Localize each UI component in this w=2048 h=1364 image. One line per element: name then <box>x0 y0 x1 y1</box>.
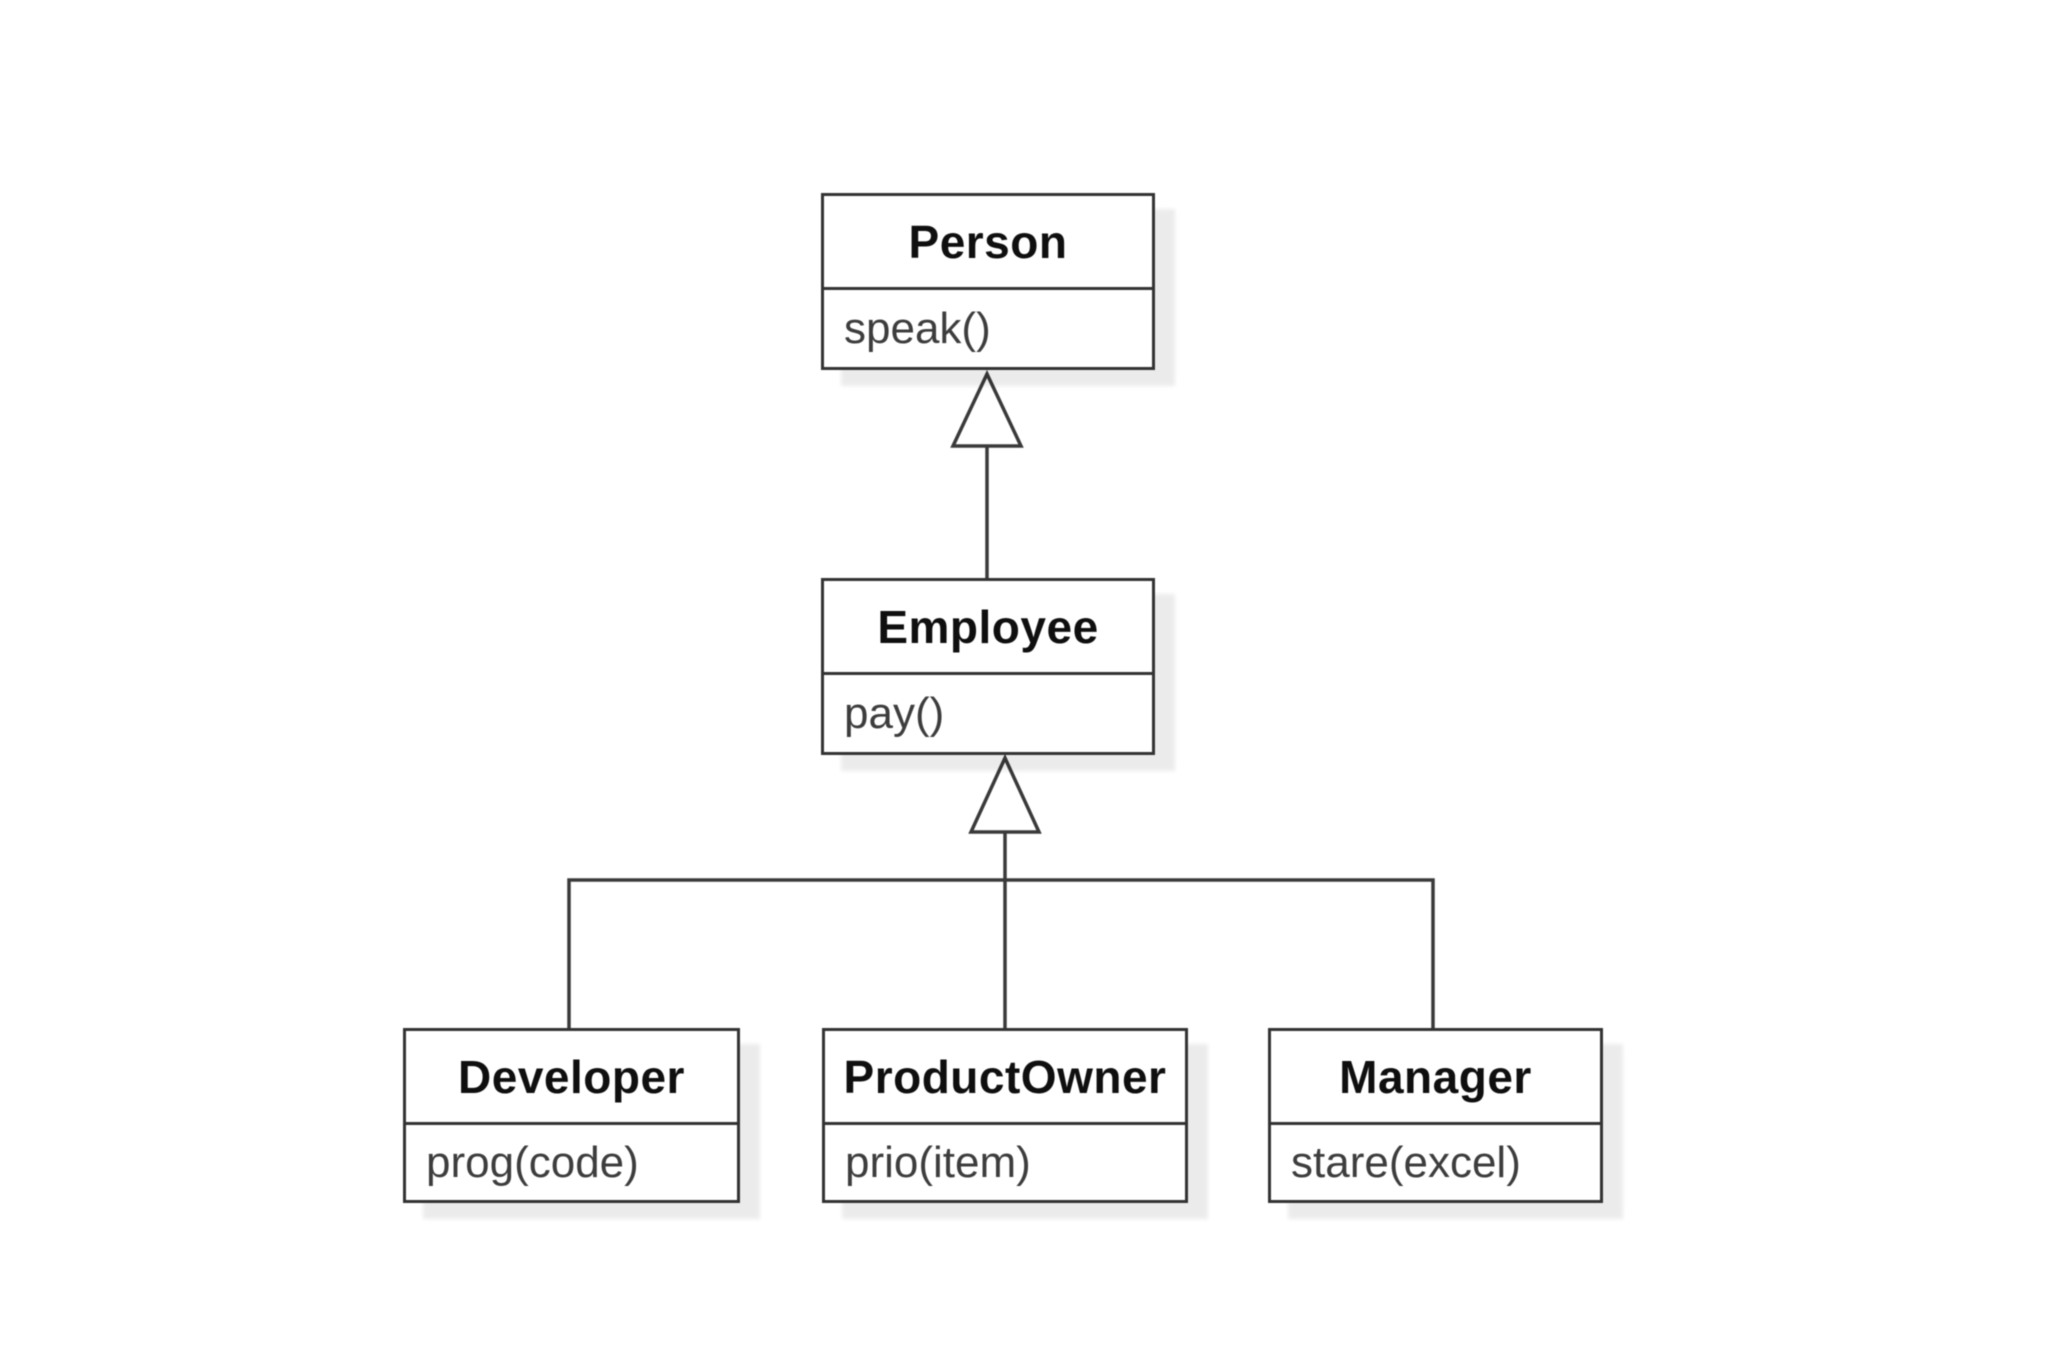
class-box-manager: Manager stare(excel) <box>1268 1028 1603 1203</box>
class-box-person: Person speak() <box>821 193 1155 370</box>
class-method-developer: prog(code) <box>426 1137 639 1187</box>
class-name-person: Person <box>824 196 1152 290</box>
class-method-person: speak() <box>844 303 991 353</box>
class-name-productowner: ProductOwner <box>825 1031 1185 1125</box>
class-method-productowner: prio(item) <box>845 1137 1031 1187</box>
class-box-productowner: ProductOwner prio(item) <box>822 1028 1188 1203</box>
class-name-developer: Developer <box>406 1031 737 1125</box>
class-name-manager: Manager <box>1271 1031 1600 1125</box>
class-box-developer: Developer prog(code) <box>403 1028 740 1203</box>
generalization-arrowhead-person <box>950 369 1024 448</box>
generalization-branch-line <box>567 878 1435 1029</box>
generalization-arrowhead-employee <box>968 753 1042 834</box>
class-method-employee: pay() <box>844 688 945 738</box>
class-method-manager: stare(excel) <box>1291 1137 1521 1187</box>
class-box-employee: Employee pay() <box>821 578 1155 755</box>
class-name-employee: Employee <box>824 581 1152 675</box>
